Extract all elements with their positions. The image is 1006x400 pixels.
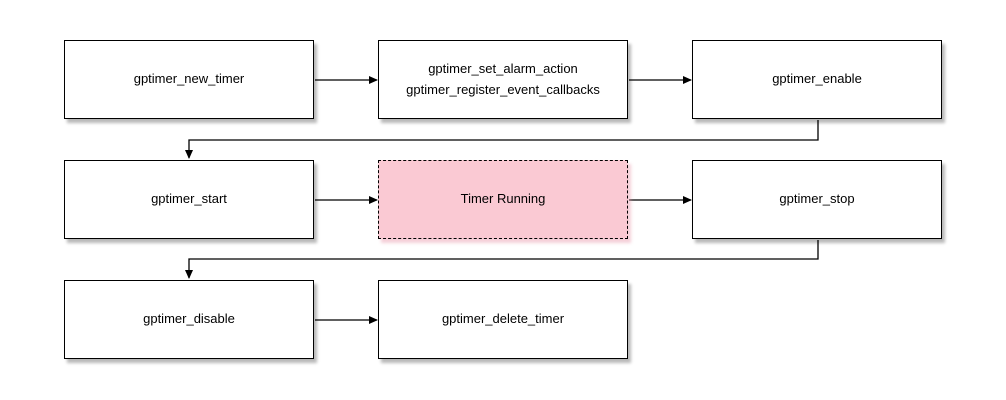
node-label: gptimer_disable <box>143 311 235 327</box>
node-label: gptimer_set_alarm_action gptimer_registe… <box>406 61 600 97</box>
node-label: Timer Running <box>460 191 546 207</box>
node-timer-running: Timer Running <box>378 160 628 239</box>
node-gptimer-enable: gptimer_enable <box>692 40 942 119</box>
connector-stop-to-disable <box>185 240 819 279</box>
node-gptimer-start: gptimer_start <box>64 160 314 239</box>
node-gptimer-disable: gptimer_disable <box>64 280 314 359</box>
node-label: gptimer_new_timer <box>133 71 245 87</box>
node-gptimer-stop: gptimer_stop <box>692 160 942 239</box>
node-gptimer-delete-timer: gptimer_delete_timer <box>378 280 628 359</box>
node-label: gptimer_start <box>151 191 227 207</box>
node-gptimer-config: gptimer_set_alarm_action gptimer_registe… <box>378 40 628 119</box>
node-label: gptimer_delete_timer <box>441 311 565 327</box>
node-label: gptimer_stop <box>779 191 855 207</box>
node-label: gptimer_enable <box>772 71 862 87</box>
node-gptimer-new-timer: gptimer_new_timer <box>64 40 314 119</box>
connector-enable-to-start <box>185 120 819 159</box>
